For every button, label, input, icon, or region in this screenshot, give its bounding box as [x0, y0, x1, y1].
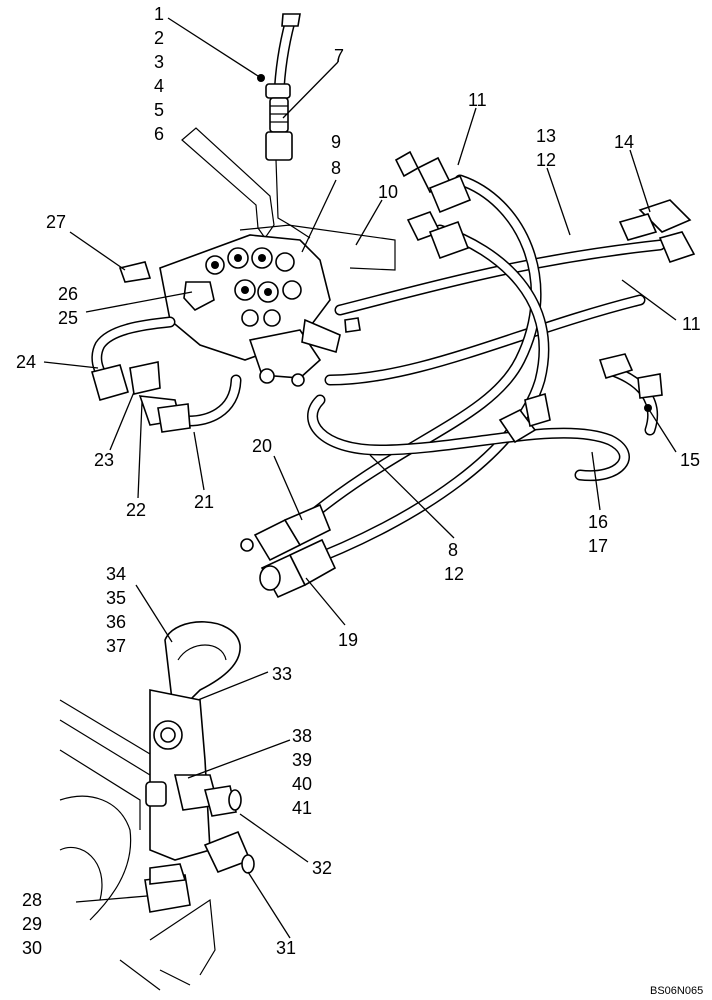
callout-7: 7	[334, 46, 344, 66]
callout-23: 23	[94, 450, 114, 470]
callout-39: 39	[292, 750, 312, 770]
callout-9: 9	[331, 132, 341, 152]
callout-20: 20	[252, 436, 272, 456]
callout-4: 4	[154, 76, 164, 96]
callout-11-upper: 11	[468, 90, 487, 110]
callout-6: 6	[154, 124, 164, 144]
callout-13: 13	[536, 126, 556, 146]
callout-38: 38	[292, 726, 312, 746]
callout-41: 41	[292, 798, 312, 818]
control-valve	[118, 234, 361, 387]
callout-1: 1	[154, 4, 164, 24]
callout-28: 28	[22, 890, 42, 910]
callout-29: 29	[22, 914, 42, 934]
callout-11-lower: 11	[682, 314, 701, 334]
callout-36: 36	[106, 612, 126, 632]
callout-10: 10	[378, 182, 398, 202]
callout-12-upper: 12	[536, 150, 556, 170]
callout-27: 27	[46, 212, 66, 232]
callout-5: 5	[154, 100, 164, 120]
callout-40: 40	[292, 774, 312, 794]
callout-8-upper: 8	[331, 158, 341, 178]
return-tube	[91, 316, 242, 433]
callout-22: 22	[126, 500, 146, 520]
callout-3: 3	[154, 52, 164, 72]
callout-14: 14	[614, 132, 634, 152]
callout-37: 37	[106, 636, 126, 656]
callout-17: 17	[588, 536, 608, 556]
upper-right-fittings	[394, 150, 696, 444]
callout-32: 32	[312, 858, 332, 878]
callout-31: 31	[276, 938, 296, 958]
callout-16: 16	[588, 512, 608, 532]
callout-34: 34	[106, 564, 126, 584]
drawing-code: BS06N065	[650, 985, 703, 997]
hose-bundle	[294, 174, 666, 571]
callout-labels: 1 2 3 4 5 6 7 9 8 11 13 12 14 10 27 26 2…	[16, 4, 703, 997]
callout-25: 25	[58, 308, 78, 328]
callout-19: 19	[338, 630, 358, 650]
leader-lines	[43, 17, 677, 939]
valve-mount-bracket	[181, 127, 396, 271]
callout-30: 30	[22, 938, 42, 958]
callout-33: 33	[272, 664, 292, 684]
callout-15: 15	[680, 450, 700, 470]
callout-8-lower: 8	[448, 540, 458, 560]
callout-2: 2	[154, 28, 164, 48]
callout-12-lower: 12	[444, 564, 464, 584]
callout-26: 26	[58, 284, 78, 304]
supply-hose-top	[257, 13, 301, 161]
callout-21: 21	[194, 492, 214, 512]
lower-detail	[59, 621, 255, 991]
callout-24: 24	[16, 352, 36, 372]
hose-end-fittings	[240, 503, 337, 599]
callout-35: 35	[106, 588, 126, 608]
